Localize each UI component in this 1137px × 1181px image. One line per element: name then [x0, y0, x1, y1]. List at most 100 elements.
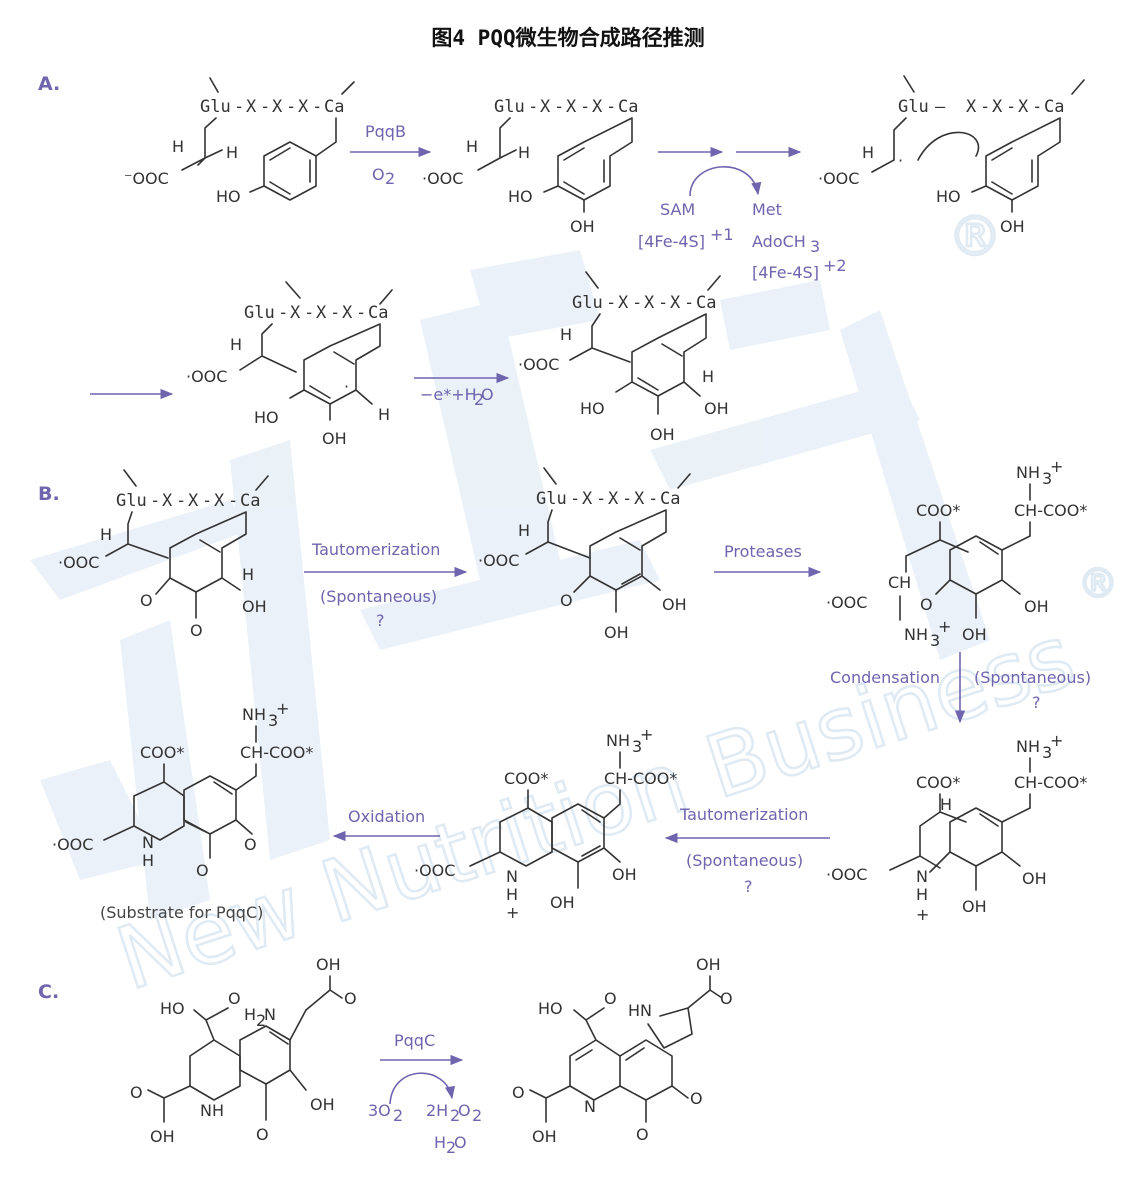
- svg-text:Ca: Ca: [240, 491, 260, 511]
- svg-text:H: H: [142, 851, 154, 870]
- svg-text:—: —: [935, 97, 946, 117]
- arrow-pqqb: PqqB O 2: [350, 122, 432, 188]
- svg-text:OH: OH: [570, 217, 595, 236]
- svg-text:+: +: [938, 617, 951, 636]
- svg-text:OH: OH: [1000, 217, 1025, 236]
- molecule-b4: NH 3 + CH-COO* COO* H N H + ·OOC OH OH: [826, 731, 1087, 924]
- svg-text:AdoCH: AdoCH: [752, 232, 806, 251]
- svg-text:H: H: [466, 137, 478, 156]
- svg-text:⁻OOC: ⁻OOC: [124, 169, 169, 188]
- svg-text:H: H: [506, 885, 518, 904]
- svg-text:N: N: [916, 867, 928, 886]
- svg-text:OH: OH: [650, 425, 675, 444]
- svg-text:-: -: [632, 293, 642, 313]
- svg-text:·OOC: ·OOC: [52, 835, 93, 854]
- svg-text:Condensation: Condensation: [830, 668, 940, 687]
- svg-text:H: H: [226, 143, 238, 162]
- svg-text:H: H: [862, 143, 874, 162]
- svg-text:X: X: [634, 489, 645, 509]
- svg-text:·OOC: ·OOC: [518, 355, 559, 374]
- svg-text:X: X: [592, 97, 603, 117]
- svg-text:COO*: COO*: [916, 501, 960, 520]
- svg-text:-: -: [260, 97, 270, 117]
- svg-text:OH: OH: [696, 955, 721, 974]
- svg-text:X: X: [992, 97, 1003, 117]
- svg-text:+2: +2: [823, 256, 847, 275]
- arrow-tautomerization-2: Tautomerization (Spontaneous) ?: [664, 805, 830, 896]
- svg-text:O: O: [560, 591, 573, 610]
- svg-text:X: X: [566, 97, 577, 117]
- svg-text:H: H: [518, 521, 530, 540]
- svg-text:O: O: [372, 165, 385, 184]
- svg-text:·: ·: [344, 377, 349, 396]
- watermark-reg-2: ®: [1078, 561, 1118, 607]
- svg-text:X: X: [272, 97, 283, 117]
- svg-text:-: -: [176, 491, 186, 511]
- svg-text:-: -: [658, 293, 668, 313]
- arrow-proteases: Proteases: [714, 542, 822, 578]
- svg-text:OH: OH: [550, 893, 575, 912]
- svg-text:-: -: [234, 97, 244, 117]
- svg-text:OH: OH: [150, 1127, 175, 1146]
- svg-text:2: 2: [446, 1138, 456, 1157]
- svg-text:NH: NH: [1016, 737, 1040, 756]
- svg-text:HO: HO: [254, 408, 279, 427]
- svg-text:?: ?: [744, 877, 753, 896]
- svg-text:·OOC: ·OOC: [818, 169, 859, 188]
- svg-text:X: X: [342, 303, 353, 323]
- svg-text:-: -: [596, 489, 606, 509]
- svg-text:-: -: [1032, 97, 1042, 117]
- svg-text:·OOC: ·OOC: [186, 367, 227, 386]
- svg-text:Ca: Ca: [696, 293, 716, 313]
- svg-text:X: X: [188, 491, 199, 511]
- svg-text:-: -: [606, 293, 616, 313]
- svg-text:?: ?: [376, 611, 385, 630]
- svg-text:Glu: Glu: [200, 97, 231, 117]
- svg-text:·OOC: ·OOC: [826, 593, 867, 612]
- svg-text:HN: HN: [628, 1001, 652, 1020]
- svg-text:-: -: [150, 491, 160, 511]
- svg-text:Proteases: Proteases: [724, 542, 802, 561]
- svg-text:HO: HO: [216, 187, 241, 206]
- svg-text:-: -: [528, 97, 538, 117]
- svg-text:COO*: COO*: [504, 769, 548, 788]
- svg-text:H: H: [172, 137, 184, 156]
- svg-text:OH: OH: [532, 1127, 557, 1146]
- svg-text:PqqB: PqqB: [365, 122, 406, 141]
- svg-text:·OOC: ·OOC: [58, 553, 99, 572]
- svg-text:+: +: [1050, 457, 1063, 476]
- svg-text:H: H: [230, 335, 242, 354]
- svg-text:OH: OH: [316, 955, 341, 974]
- svg-text:CH-COO*: CH-COO*: [1014, 773, 1087, 792]
- svg-text:-: -: [304, 303, 314, 323]
- svg-text:SAM: SAM: [660, 200, 695, 219]
- svg-text:OH: OH: [704, 399, 729, 418]
- section-b-label: B.: [38, 483, 60, 505]
- svg-text:X: X: [966, 97, 977, 117]
- svg-text:Tautomerization: Tautomerization: [679, 805, 808, 824]
- svg-text:Glu: Glu: [536, 489, 567, 509]
- svg-text:Ca: Ca: [1044, 97, 1064, 117]
- svg-text:COO*: COO*: [916, 773, 960, 792]
- svg-text:O: O: [512, 1083, 525, 1102]
- svg-text:2: 2: [472, 1106, 482, 1125]
- arrow-e-h2o: −e*+H 2 O: [414, 372, 510, 409]
- svg-text:OH: OH: [322, 429, 347, 448]
- watermark-reg-1: ®: [948, 205, 1002, 268]
- molecule-a3: Glu — X - X - X - Ca H · ·OOC HO OH: [818, 75, 1085, 236]
- svg-text:OH: OH: [604, 623, 629, 642]
- svg-text:Glu: Glu: [898, 97, 929, 117]
- figure-title: 图4 PQQ微生物合成路径推测: [431, 26, 704, 50]
- svg-text:CH-COO*: CH-COO*: [1014, 501, 1087, 520]
- svg-text:O: O: [690, 1089, 703, 1108]
- svg-text:O: O: [130, 1083, 143, 1102]
- svg-text:-: -: [570, 489, 580, 509]
- svg-text:CH: CH: [888, 573, 911, 592]
- svg-text:H: H: [100, 525, 112, 544]
- svg-text:X: X: [1018, 97, 1029, 117]
- svg-text:X: X: [644, 293, 655, 313]
- svg-text:-: -: [286, 97, 296, 117]
- svg-text:-: -: [684, 293, 694, 313]
- section-c-label: C.: [38, 981, 59, 1003]
